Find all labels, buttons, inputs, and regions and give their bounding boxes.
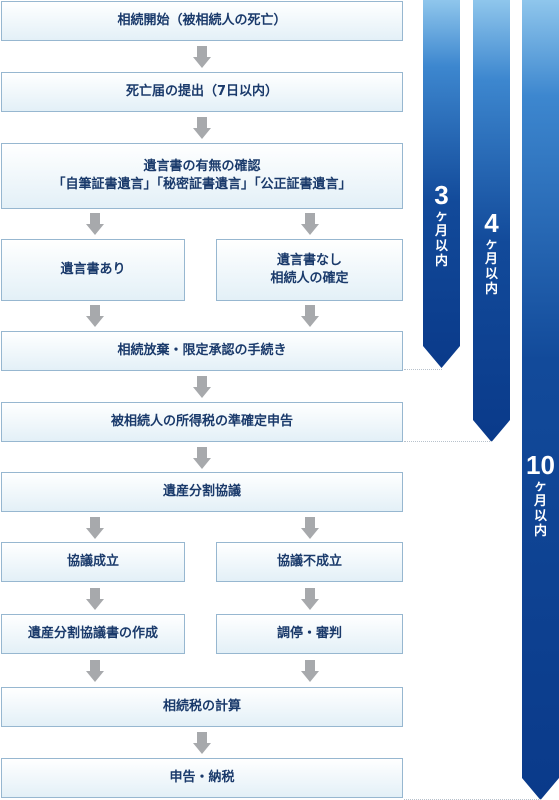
- deadline-guide-4-months: [404, 441, 492, 442]
- arrow-down-icon: [193, 117, 211, 139]
- period-number: 4: [484, 208, 499, 238]
- period-bar-4-months: [473, 0, 510, 442]
- arrow-down-icon: [301, 660, 319, 682]
- step-division-talks: 遺産分割協議: [1, 472, 403, 512]
- period-label-4-months: 4 ヶ 月 以 内: [473, 208, 510, 297]
- arrow-down-icon: [301, 213, 319, 235]
- arrow-down-icon: [86, 588, 104, 610]
- period-bar-10-months: [522, 0, 559, 800]
- arrow-down-icon: [86, 305, 104, 327]
- step-agreement: 協議成立: [1, 542, 185, 582]
- period-label-3-months: 3 ヶ 月 以 内: [423, 180, 460, 269]
- arrow-down-icon: [301, 305, 319, 327]
- step-no-will-heirs: 遺言書なし 相続人の確定: [216, 239, 403, 301]
- step-inheritance-start: 相続開始（被相続人の死亡）: [1, 1, 403, 41]
- step-renunciation: 相続放棄・限定承認の手続き: [1, 331, 403, 371]
- period-number: 10: [526, 450, 555, 480]
- step-no-agreement: 協議不成立: [216, 542, 403, 582]
- period-label-10-months: 10 ヶ 月 以 内: [522, 450, 559, 539]
- arrow-down-icon: [86, 517, 104, 539]
- deadline-guide-3-months: [404, 369, 442, 370]
- arrow-down-icon: [193, 732, 211, 754]
- step-mediation: 調停・審判: [216, 614, 403, 654]
- step-will-exists: 遺言書あり: [1, 239, 185, 301]
- step-agreement-document: 遺産分割協議書の作成: [1, 614, 185, 654]
- step-will-check: 遺言書の有無の確認 「自筆証書遺言」「秘密証書遺言」「公正証書遺言」: [1, 143, 403, 209]
- step-tax-calculation: 相続税の計算: [1, 687, 403, 727]
- arrow-down-icon: [86, 660, 104, 682]
- step-death-notice: 死亡届の提出（7日以内）: [1, 72, 403, 112]
- arrow-down-icon: [301, 517, 319, 539]
- arrow-down-icon: [193, 447, 211, 469]
- arrow-down-icon: [193, 46, 211, 68]
- arrow-down-icon: [301, 588, 319, 610]
- arrow-down-icon: [193, 376, 211, 398]
- step-filing-payment: 申告・納税: [1, 758, 403, 798]
- arrow-down-icon: [86, 213, 104, 235]
- period-number: 3: [434, 180, 449, 210]
- step-income-tax-return: 被相続人の所得税の準確定申告: [1, 402, 403, 442]
- period-bar-3-months: [423, 0, 460, 368]
